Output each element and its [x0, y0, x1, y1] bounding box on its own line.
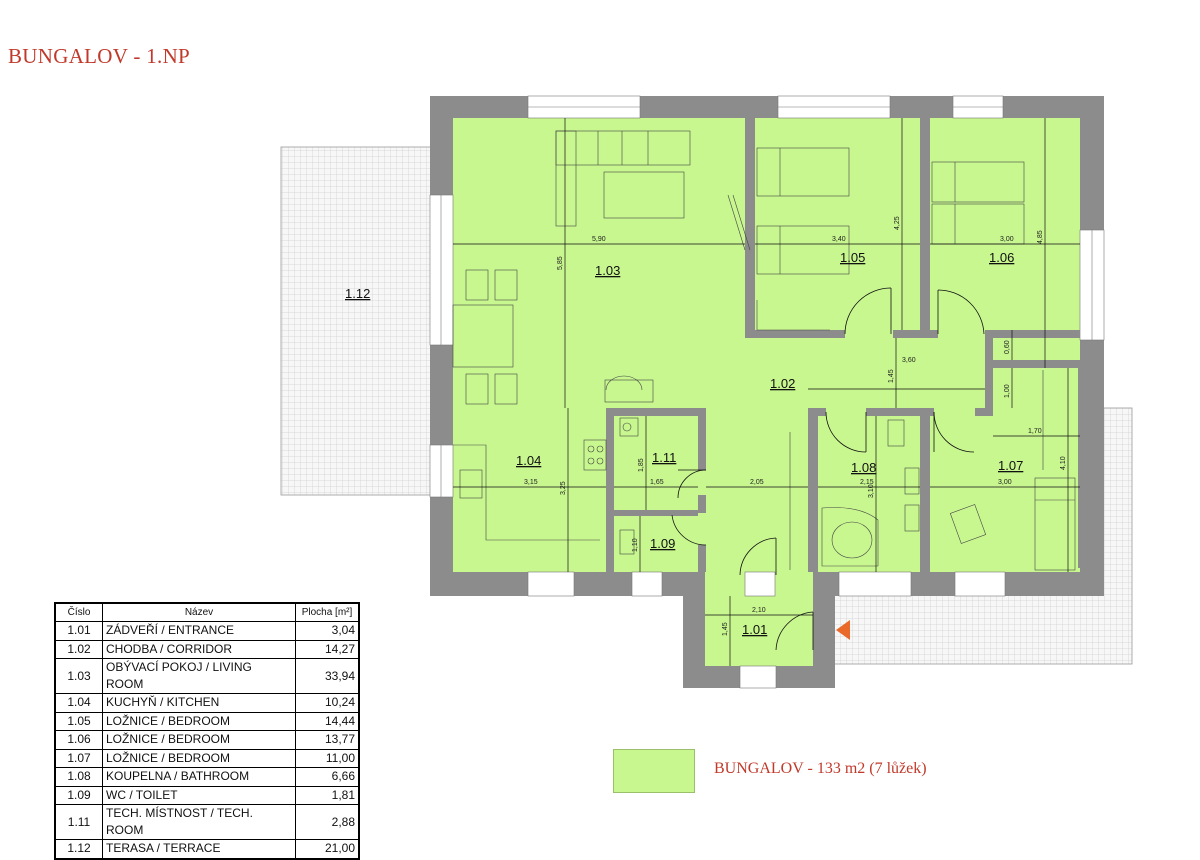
- dim-label: 5,90: [592, 236, 606, 243]
- dim-label: 2,10: [752, 607, 766, 614]
- room-label-1.09: 1.09: [650, 536, 675, 551]
- room-id: 1.07: [54, 748, 103, 768]
- terrace-west: [280, 146, 432, 496]
- room-area: 33,94: [295, 658, 360, 694]
- room-id: 1.12: [54, 839, 103, 859]
- room-name: LOŽNICE / BEDROOM: [102, 730, 296, 750]
- dim-label: 1,00: [1004, 384, 1011, 398]
- room-name: CHODBA / CORRIDOR: [102, 639, 296, 659]
- room-id: 1.03: [54, 658, 103, 694]
- room-label-1.02: 1.02: [770, 376, 795, 391]
- room-area: 6,66: [295, 767, 360, 787]
- bungalow-summary: BUNGALOV - 133 m2 (7 lůžek): [714, 760, 927, 777]
- room-name: TECH. MÍSTNOST / TECH. ROOM: [102, 804, 296, 840]
- room-label-1.03: 1.03: [595, 263, 620, 278]
- room-name: ZÁDVEŘÍ / ENTRANCE: [102, 621, 296, 641]
- dim-label: 1,10: [632, 538, 639, 552]
- room-area: 13,77: [295, 730, 360, 750]
- room-name: TERASA / TERRACE: [102, 839, 296, 859]
- dim-label: 0,60: [1004, 340, 1011, 354]
- dim-label: 3,40: [832, 236, 846, 243]
- dim-label: 3,25: [560, 481, 567, 495]
- room-area: 11,00: [295, 748, 360, 768]
- room-name: WC / TOILET: [102, 785, 296, 805]
- room-id: 1.05: [54, 711, 103, 731]
- dim-label: 1,70: [1028, 428, 1042, 435]
- dim-label: 1,45: [722, 622, 729, 636]
- room-area: 10,24: [295, 693, 360, 713]
- room-area: 14,44: [295, 711, 360, 731]
- room-id: 1.09: [54, 785, 103, 805]
- room-name: LOŽNICE / BEDROOM: [102, 748, 296, 768]
- room-name: KUCHYŇ / KITCHEN: [102, 693, 296, 713]
- room-area: 3,04: [295, 621, 360, 641]
- dim-label: 4,25: [894, 216, 901, 230]
- page-title: BUNGALOV - 1.NP: [8, 44, 191, 68]
- room-id: 1.04: [54, 693, 103, 713]
- room-area: 1,81: [295, 785, 360, 805]
- room-id: 1.06: [54, 730, 103, 750]
- dim-label: 2,15: [860, 479, 874, 486]
- room-area: 21,00: [295, 839, 360, 859]
- room-id: 1.08: [54, 767, 103, 787]
- room-label-1.08: 1.08: [851, 460, 876, 475]
- dim-label: 3,60: [902, 357, 916, 364]
- room-label-1.11: 1.11: [652, 450, 676, 465]
- room-name: KOUPELNA / BATHROOM: [102, 767, 296, 787]
- room-id: 1.11: [54, 804, 103, 840]
- dim-label: 3,15: [524, 479, 538, 486]
- room-label-1.06: 1.06: [989, 250, 1014, 265]
- room-area: 2,88: [295, 804, 360, 840]
- room-label-1.05: 1.05: [840, 250, 865, 265]
- dimension-lines: [453, 118, 1080, 666]
- room-name: LOŽNICE / BEDROOM: [102, 711, 296, 731]
- dim-label: 4,10: [1060, 456, 1067, 470]
- legend-header-id: Číslo: [54, 602, 103, 622]
- legend-header-name: Název: [102, 602, 296, 622]
- area-color-swatch: [613, 749, 695, 793]
- dim-label: 1,85: [638, 458, 645, 472]
- dim-label: 3,00: [998, 479, 1012, 486]
- entrance-arrow: [836, 620, 850, 640]
- room-label-1.07: 1.07: [998, 458, 1023, 473]
- dim-label: 2,05: [750, 479, 764, 486]
- dim-label: 3,00: [1000, 236, 1014, 243]
- dim-label: 5,85: [557, 256, 564, 270]
- doors: [671, 287, 985, 651]
- room-name: OBÝVACÍ POKOJ / LIVING ROOM: [102, 658, 296, 694]
- room-area: 14,27: [295, 639, 360, 659]
- room-id: 1.01: [54, 621, 103, 641]
- dim-label: 1,65: [650, 479, 664, 486]
- dim-label: 3,10: [868, 484, 875, 498]
- room-id: 1.02: [54, 639, 103, 659]
- dim-label: 4,85: [1037, 230, 1044, 244]
- legend-header-area: Plocha [m²]: [295, 602, 360, 622]
- room-label-1.04: 1.04: [516, 453, 541, 468]
- interior-walls: [606, 118, 1080, 572]
- room-label-1.01: 1.01: [742, 622, 767, 637]
- room-label-1.12: 1.12: [345, 286, 370, 301]
- dim-label: 1,45: [888, 369, 895, 383]
- legend-header-row: Číslo Název Plocha [m²]: [54, 602, 360, 622]
